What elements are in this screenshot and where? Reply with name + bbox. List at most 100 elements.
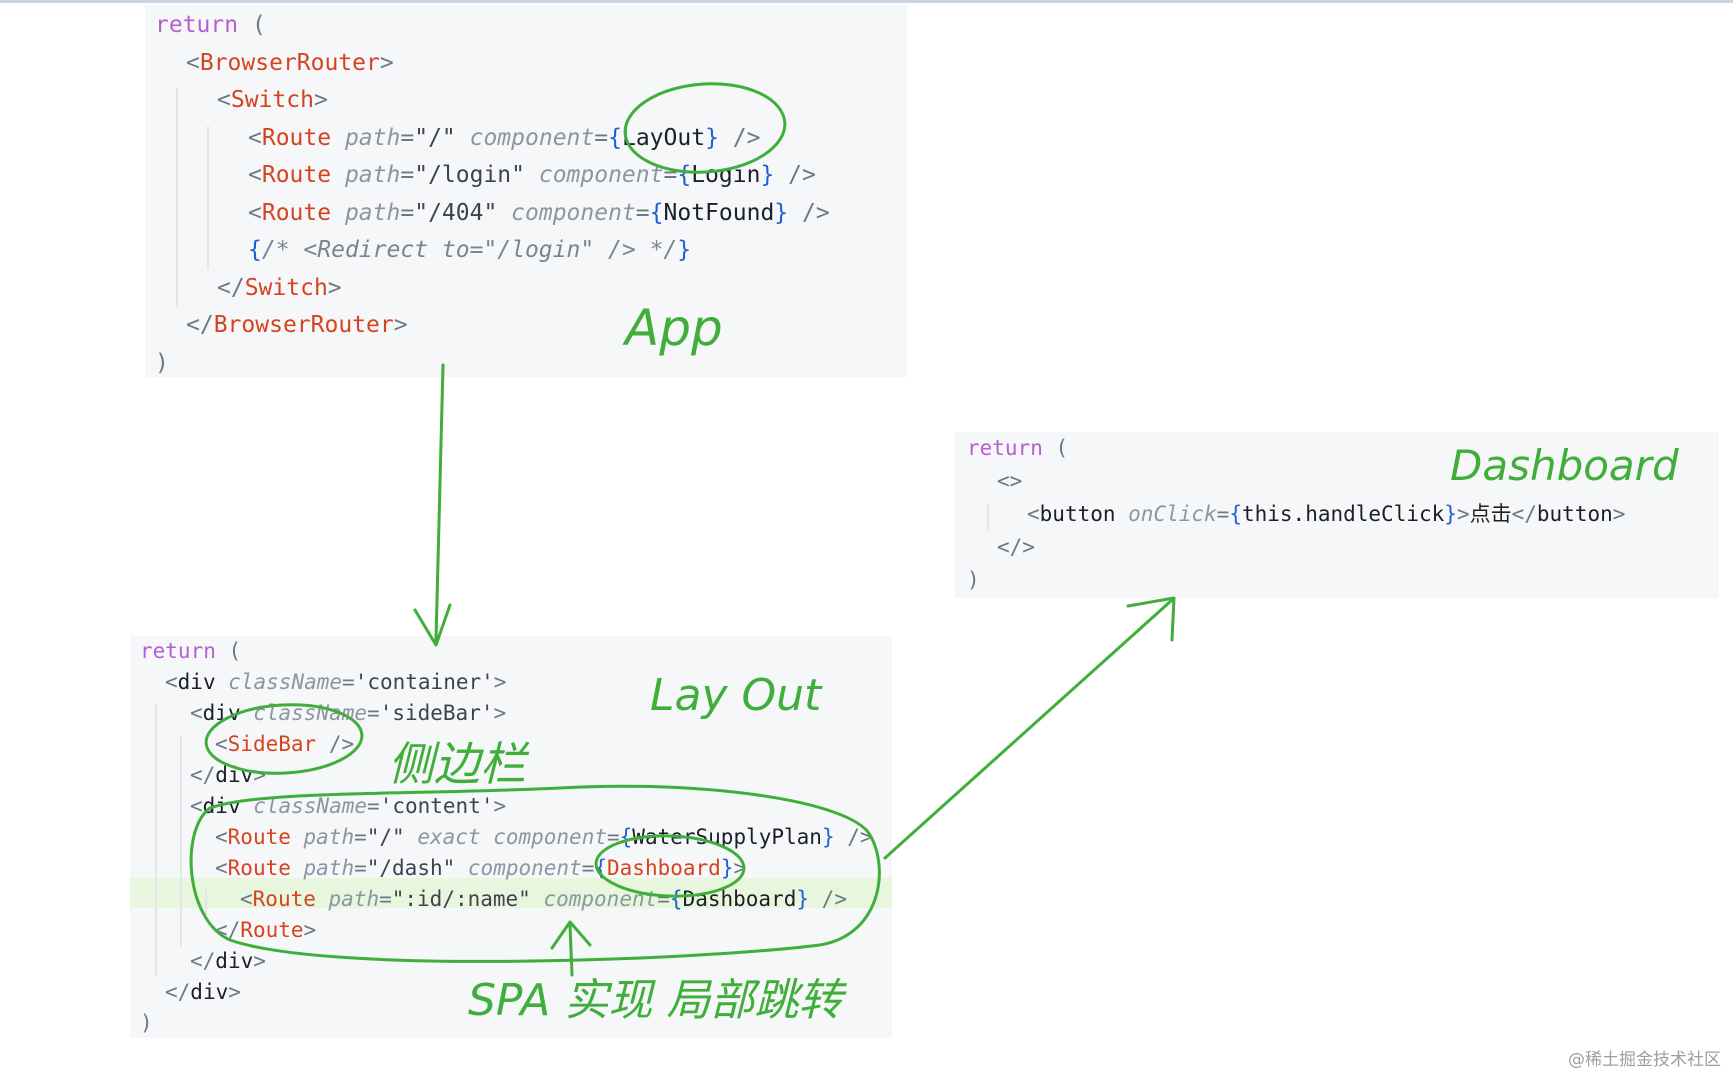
code-token: />	[788, 199, 830, 226]
circle-layout	[623, 82, 787, 174]
code-token: path	[290, 825, 355, 849]
arrow-app-to-layout	[434, 363, 445, 642]
code-token: div	[190, 980, 229, 1004]
code-token: <	[190, 701, 203, 725]
code-panel-layout: return (<div className='container'><div …	[130, 636, 892, 1038]
code-token: <	[248, 199, 262, 226]
indent-guide	[207, 125, 209, 270]
code-token: >	[253, 763, 266, 787]
code-token: Route	[227, 856, 291, 880]
code-token: "/"	[414, 124, 456, 151]
code-token: return	[967, 436, 1043, 460]
code-token: path	[331, 199, 401, 226]
highlighted-line	[130, 878, 892, 908]
arrow-layout-to-dashboard	[883, 598, 1174, 860]
code-token: </	[1511, 502, 1537, 526]
code-token: />	[809, 887, 847, 911]
code-token: <	[1027, 502, 1040, 526]
code-token: <	[165, 670, 178, 694]
code-token: 'container'	[354, 670, 494, 694]
code-token: <	[217, 87, 231, 113]
code-token: 'sideBar'	[379, 701, 494, 725]
code-line: <Route path="/login" component={Login} /…	[248, 157, 816, 195]
code-line: </div>	[190, 760, 266, 791]
code-token: </	[190, 949, 216, 973]
code-token: exact	[404, 825, 481, 849]
code-token: return	[140, 639, 216, 663]
code-token: }	[720, 856, 734, 880]
code-token: button	[1039, 502, 1116, 526]
code-token: </	[217, 274, 245, 301]
code-line: </div>	[165, 977, 241, 1008]
code-token: =	[635, 199, 650, 226]
code-token: ":id/:name"	[391, 887, 531, 911]
code-token: }	[677, 237, 692, 263]
code-token: {	[608, 124, 622, 151]
code-token: <	[215, 732, 228, 756]
code-token: SideBar	[227, 732, 317, 756]
arrow-app-to-layout-head	[413, 603, 452, 647]
code-token: =	[400, 162, 415, 188]
code-token: component	[497, 199, 636, 226]
code-token: </>	[997, 535, 1035, 559]
code-token: Switch	[244, 274, 328, 301]
code-line: </>	[997, 531, 1035, 564]
label-layout: Lay Out	[650, 670, 823, 721]
code-token: handleClick	[1305, 502, 1445, 526]
label-sidebar: 侧边栏	[388, 737, 530, 791]
code-token: Route	[227, 825, 291, 849]
code-token: Route	[261, 162, 332, 188]
code-token: }	[705, 124, 719, 151]
code-token: "/404"	[414, 199, 498, 226]
code-token: component	[455, 856, 582, 880]
code-token: =	[354, 856, 367, 880]
label-spa: SPA 实现 局部跳转	[468, 975, 847, 1026]
code-token: )	[140, 1011, 153, 1035]
code-token: Route	[261, 124, 332, 151]
code-token: {	[248, 237, 262, 263]
code-token: >	[493, 794, 507, 818]
code-token: <	[248, 124, 262, 151]
code-token: "/dash"	[366, 856, 456, 880]
code-token: </	[165, 980, 191, 1004]
code-token: =	[1216, 502, 1230, 526]
code-token: =	[379, 887, 392, 911]
code-token: {	[649, 199, 664, 226]
code-line: <Switch>	[217, 82, 328, 120]
code-token: />	[774, 162, 816, 188]
code-token: path	[290, 856, 355, 880]
code-token: div	[215, 949, 254, 973]
code-token: Route	[252, 887, 316, 911]
code-token: >	[379, 49, 394, 76]
code-token: {	[669, 887, 683, 911]
code-token: div	[177, 670, 216, 694]
code-line: <Route path=":id/:name" component={Dashb…	[240, 884, 847, 915]
code-token: Dashboard	[607, 856, 721, 880]
code-panel-dashboard: return (<><button onClick={this.handleCl…	[955, 432, 1719, 598]
code-token: />	[718, 124, 761, 151]
code-token: return	[155, 12, 239, 38]
code-line: <button onClick={this.handleClick}>点击</b…	[1027, 498, 1625, 531]
code-token: component	[480, 825, 607, 849]
code-line: return (	[140, 636, 241, 667]
code-token: component	[455, 124, 595, 151]
code-token: Login	[691, 162, 761, 188]
indent-guide	[205, 890, 207, 915]
loop-routes	[189, 784, 881, 963]
code-token: >	[327, 274, 342, 301]
code-line: <Route path="/404" component={NotFound} …	[248, 195, 830, 233]
code-token: >	[253, 949, 266, 973]
top-border	[0, 0, 1733, 3]
code-line: <div className='sideBar'>	[190, 698, 506, 729]
code-token: (	[215, 639, 242, 663]
code-token: }	[760, 162, 775, 188]
code-token: =	[354, 825, 367, 849]
code-token: <	[248, 162, 262, 188]
code-token: className	[215, 670, 343, 694]
code-token: 点击	[1469, 502, 1512, 526]
code-token: />	[834, 825, 873, 849]
code-token: =	[367, 701, 380, 725]
code-token: =	[594, 124, 609, 151]
indent-guide	[155, 704, 157, 977]
